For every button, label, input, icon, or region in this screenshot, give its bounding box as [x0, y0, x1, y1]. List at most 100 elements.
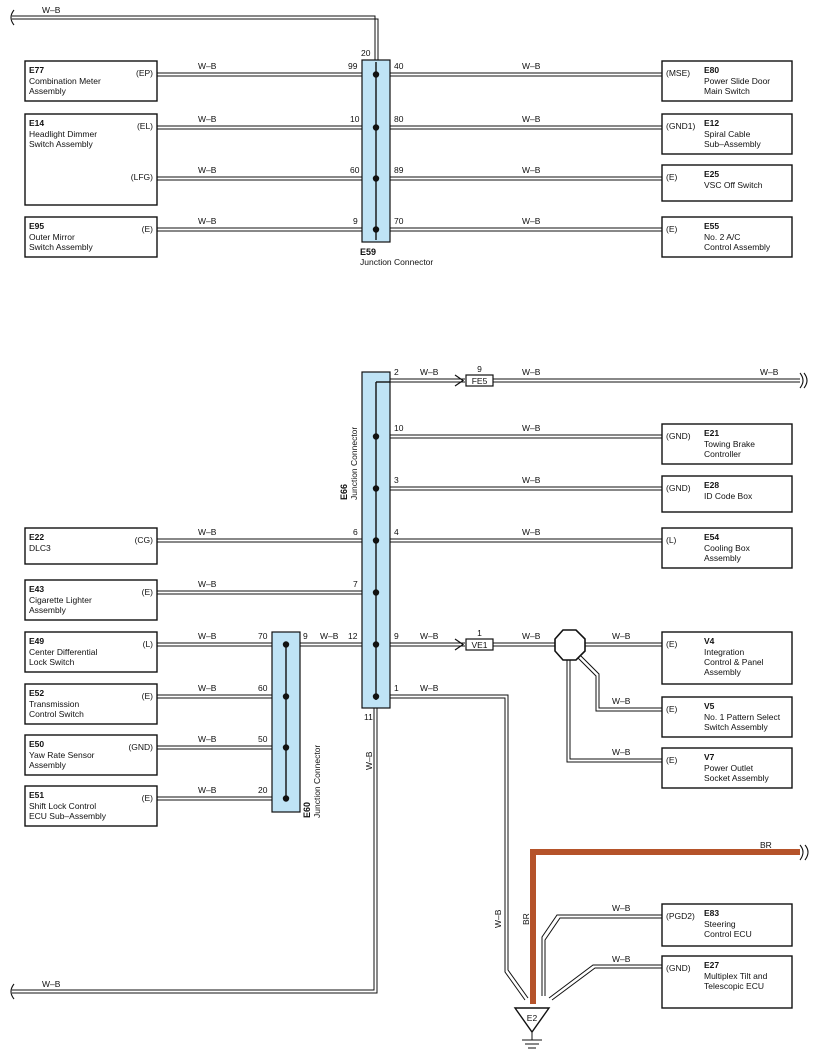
e59-pin-20: 20: [361, 48, 371, 58]
component-code: E51: [29, 790, 44, 800]
component-code: E49: [29, 636, 44, 646]
e66-pin-11: 11: [364, 712, 373, 722]
wire-label: W–B: [42, 5, 61, 15]
e60-pin-9: 9: [303, 631, 308, 641]
wire-break-mark: [803, 372, 808, 389]
terminal-label: (EP): [136, 68, 153, 78]
ground-wire-br: [530, 849, 800, 1004]
component-desc: Cooling Box: [704, 543, 751, 553]
component-code: V4: [704, 636, 715, 646]
wire-label: W–B: [198, 683, 217, 693]
component-e77: E77 Combination Meter Assembly (EP): [24, 60, 158, 102]
wire-label: W–B: [420, 631, 439, 641]
wire-label: W–B: [198, 631, 217, 641]
terminal-label: (GND): [666, 963, 691, 973]
component-desc: Multiplex Tilt and: [704, 971, 768, 981]
wire-label: W–B: [612, 747, 631, 757]
wire-break-mark: [799, 844, 804, 861]
component-code: E28: [704, 480, 719, 490]
component-desc: Controller: [704, 449, 741, 459]
e66-pin-1: 1: [394, 683, 399, 693]
component-desc: Spiral Cable: [704, 129, 751, 139]
component-desc: DLC3: [29, 543, 51, 553]
wire-labels-bottom: W–B W–B W–B W–B W–B W–B W–B W–B W–B W–B …: [42, 367, 779, 989]
terminal-label: (PGD2): [666, 911, 695, 921]
e59-pin-80: 80: [394, 114, 404, 124]
wires-e59: [12, 15, 662, 232]
component-e52: E52 Transmission Control Switch (E): [24, 683, 158, 725]
wire-label-br: BR: [521, 913, 531, 925]
component-e27: (GND) E27 Multiplex Tilt and Telescopic …: [661, 955, 793, 1009]
component-desc: Main Switch: [704, 86, 750, 96]
inline-connector-pin: 1: [477, 628, 482, 638]
component-code: E52: [29, 688, 44, 698]
terminal-label: (E): [142, 691, 154, 701]
component-code: E54: [704, 532, 719, 542]
terminal-label: (GND): [128, 742, 153, 752]
component-code: V5: [704, 701, 715, 711]
component-desc: Control ECU: [704, 929, 752, 939]
component-desc: Transmission: [29, 699, 79, 709]
e66-name: Junction Connector: [349, 427, 359, 500]
inline-connector-fe5: FE5 9: [454, 364, 494, 387]
terminal-label: (E): [666, 704, 678, 714]
junction-connector-e59: [361, 59, 391, 243]
wire-label: W–B: [320, 631, 339, 641]
component-desc: Socket Assembly: [704, 773, 769, 783]
component-desc: VSC Off Switch: [704, 180, 763, 190]
splice-point: [554, 629, 586, 661]
wire-break-marks: [10, 9, 809, 1000]
wire-label: W–B: [522, 527, 541, 537]
e59-pin-89: 89: [394, 165, 404, 175]
component-desc: Power Slide Door: [704, 76, 770, 86]
terminal-label: (E): [666, 639, 678, 649]
terminal-label: (GND): [666, 483, 691, 493]
component-e51: E51 Shift Lock Control ECU Sub–Assembly …: [24, 785, 158, 827]
component-code: E21: [704, 428, 719, 438]
e60-code: E60: [302, 802, 312, 818]
component-e49: E49 Center Differential Lock Switch (L): [24, 631, 158, 673]
component-e55: (E) E55 No. 2 A/C Control Assembly: [661, 216, 793, 258]
e59-pin-40: 40: [394, 61, 404, 71]
component-e25: (E) E25 VSC Off Switch: [661, 164, 793, 202]
e59-pin-9: 9: [353, 216, 358, 226]
component-desc: Assembly: [29, 760, 67, 770]
inline-connector-code: VE1: [471, 640, 487, 650]
component-desc: Sub–Assembly: [704, 139, 761, 149]
component-desc: Cigarette Lighter: [29, 595, 92, 605]
e66-pin-9: 9: [394, 631, 399, 641]
e60-pin-70: 70: [258, 631, 268, 641]
e59-name: Junction Connector: [360, 257, 433, 267]
terminal-label: (CG): [135, 535, 154, 545]
component-desc: No. 2 A/C: [704, 232, 740, 242]
e66-label: E66 Junction Connector: [339, 427, 359, 500]
wire-label: W–B: [522, 475, 541, 485]
component-desc: Yaw Rate Sensor: [29, 750, 95, 760]
component-desc: Control Assembly: [704, 242, 771, 252]
wire-labels-top: W–B W–B W–B W–B W–B W–B W–B W–B W–B: [42, 5, 541, 226]
component-code: E50: [29, 739, 44, 749]
e59-pin-70: 70: [394, 216, 404, 226]
e60-name: Junction Connector: [312, 745, 322, 818]
e59-pin-labels: 20 99 10 60 9 40 80 89 70: [348, 48, 404, 226]
component-desc: Towing Brake: [704, 439, 755, 449]
e66-code: E66: [339, 484, 349, 500]
e59-pin-99: 99: [348, 61, 358, 71]
wire-break-mark: [10, 9, 15, 26]
inline-connector-pin: 9: [477, 364, 482, 374]
component-v7: (E) V7 Power Outlet Socket Assembly: [661, 747, 793, 789]
component-e28: (GND) E28 ID Code Box: [661, 475, 793, 513]
component-code: E27: [704, 960, 719, 970]
wire-label: W–B: [198, 165, 217, 175]
wires-e66: [12, 378, 800, 1001]
wire-label: W–B: [198, 579, 217, 589]
terminal-label: (E): [142, 587, 154, 597]
wire-label: W–B: [198, 785, 217, 795]
e66-pin-6: 6: [353, 527, 358, 537]
component-desc: Headlight Dimmer: [29, 129, 97, 139]
junction-connector-e60: [271, 631, 301, 813]
terminal-label: (GND1): [666, 121, 695, 131]
wire-label-br: BR: [760, 840, 772, 850]
e60-pin-60: 60: [258, 683, 268, 693]
